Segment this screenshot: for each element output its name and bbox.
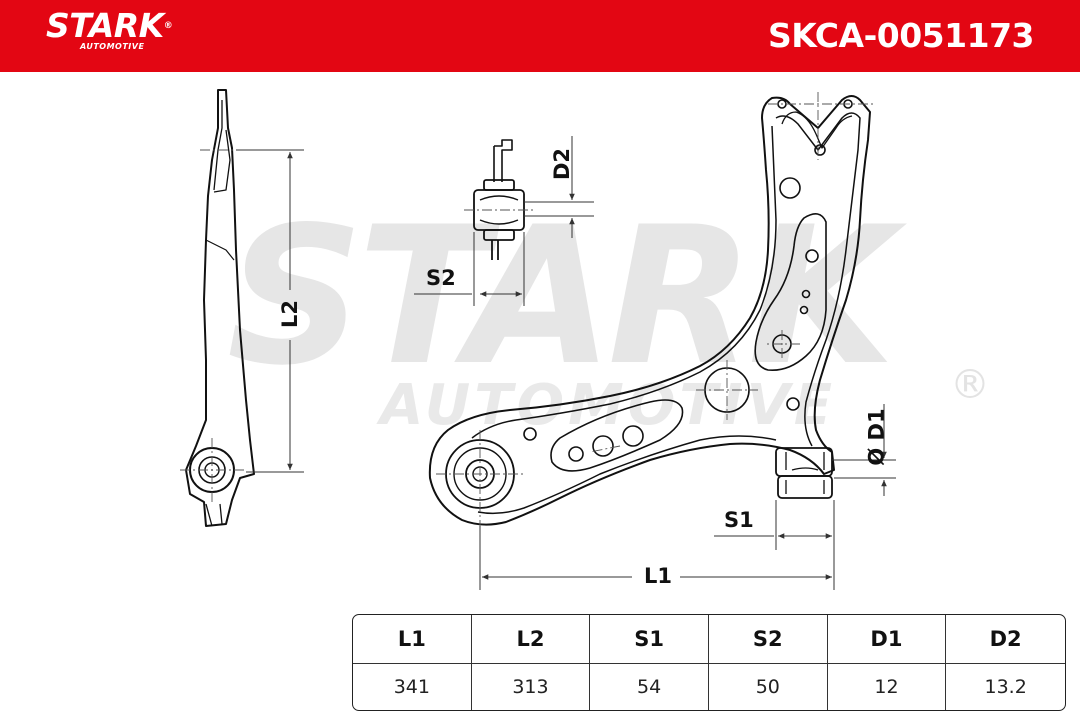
arm-slots [550, 213, 827, 472]
dimensions-value-row: 341 313 54 50 12 13.2 [353, 664, 1065, 710]
label-s1: S1 [724, 508, 754, 532]
d1-dimension-line [832, 404, 896, 496]
watermark-registered-mark: ® [950, 362, 990, 408]
label-d2: D2 [550, 147, 575, 181]
dimensions-table: L1 L2 S1 S2 D1 D2 341 313 54 50 12 13.2 [352, 614, 1066, 711]
control-arm-drawing [180, 89, 896, 590]
bushing-detail [473, 139, 525, 260]
header-cell: D2 [946, 615, 1065, 664]
s2-dimension-line [414, 232, 525, 306]
part-number: SKCA-0051173 [767, 16, 1035, 55]
header-cell: S2 [708, 615, 828, 664]
value-cell: 341 [353, 664, 472, 710]
l2-dimension-line [236, 149, 304, 473]
stark-logo: STARK® AUTOMOTIVE [46, 6, 173, 52]
label-l1: L1 [644, 564, 672, 588]
logo-registered-mark: ® [163, 21, 173, 31]
side-view [185, 89, 255, 527]
header-cell: L2 [471, 615, 591, 664]
header-cell: L1 [353, 615, 472, 664]
value-cell: 50 [709, 664, 828, 710]
control-arm-outline [428, 95, 871, 526]
value-cell: 13.2 [984, 676, 1027, 698]
logo-subtitle: AUTOMOTIVE [80, 42, 145, 51]
logo-brand: STARK [46, 6, 164, 45]
label-d1: Ø D1 [864, 408, 889, 466]
l1-dimension-line [479, 526, 832, 590]
header-cell: D1 [827, 615, 947, 664]
value-cell: 54 [590, 664, 709, 710]
label-s2: S2 [426, 266, 456, 290]
side-view-outline [185, 89, 255, 527]
d2-dimension-line [524, 136, 594, 238]
value-cell: 12 [828, 664, 947, 710]
label-l2: L2 [278, 300, 302, 328]
rear-bushing [775, 447, 833, 499]
header-cell: S1 [590, 615, 709, 664]
value-cell: 313 [472, 664, 591, 710]
header-bar: STARK® AUTOMOTIVE SKCA-0051173 [0, 0, 1080, 72]
s1-dimension-line [714, 500, 835, 590]
dimensions-header-row: L1 L2 S1 S2 D1 D2 [353, 615, 1065, 664]
